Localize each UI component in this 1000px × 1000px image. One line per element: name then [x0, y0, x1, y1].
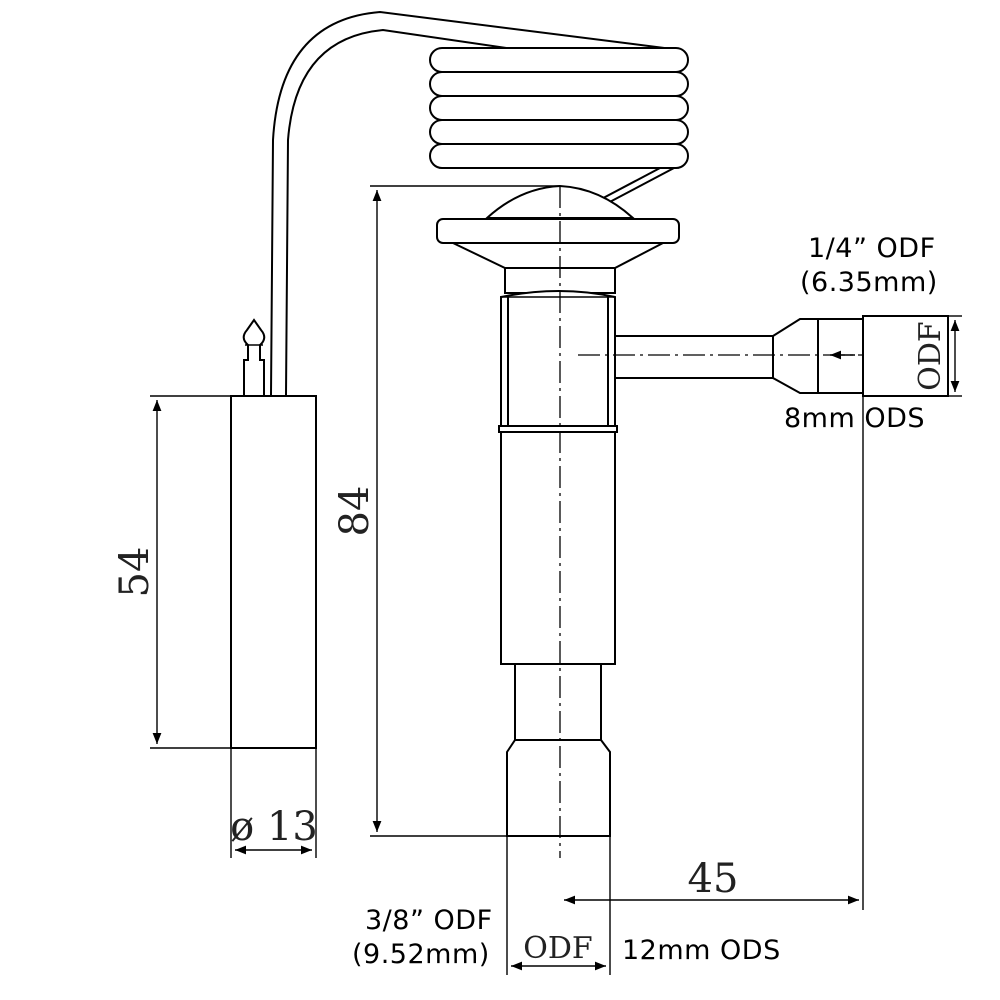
- valve-body: [498, 290, 618, 837]
- dimension-54: 54: [112, 395, 231, 749]
- dimension-13: ø 13: [230, 748, 318, 858]
- inlet-odf-label: ODF: [913, 321, 948, 390]
- outlet-odf-label: ODF: [523, 931, 592, 966]
- dimension-inlet-odf: ODF: [913, 315, 962, 397]
- capillary-coil: [429, 47, 689, 206]
- dimension-84: 84: [332, 185, 560, 837]
- inlet-size-label: 1/4” ODF: [808, 233, 936, 264]
- outlet-metric-label: (9.52mm): [352, 939, 490, 970]
- dimension-outlet-odf: ODF: [506, 836, 611, 975]
- overall-height-label: 84: [332, 486, 378, 537]
- bulb-diameter-label: ø 13: [230, 804, 318, 850]
- outlet-size-label: 3/8” ODF: [365, 905, 493, 936]
- inlet-fitting: [614, 315, 949, 397]
- bulb-length-label: 54: [112, 547, 158, 598]
- dimension-45: 45: [564, 396, 864, 910]
- outlet-ods-label: 12mm ODS: [622, 935, 781, 966]
- capillary-tube: [270, 10, 681, 396]
- diaphragm-head: [436, 184, 680, 294]
- inlet-metric-label: (6.35mm): [800, 267, 938, 298]
- center-lines: [559, 186, 863, 858]
- inlet-ods-label: 8mm ODS: [784, 403, 926, 434]
- outlet-offset-label: 45: [688, 856, 739, 902]
- sensing-bulb: [230, 318, 317, 749]
